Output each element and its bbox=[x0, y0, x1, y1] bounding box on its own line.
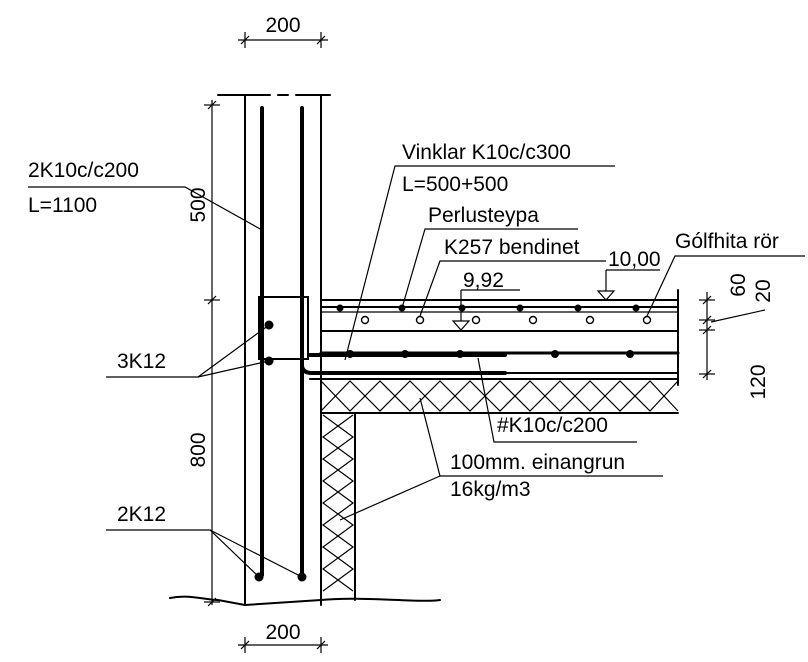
dimension-bottom-text: 200 bbox=[265, 621, 300, 644]
wall-insulation bbox=[321, 414, 355, 592]
label-angles-line2: L=500+500 bbox=[402, 173, 508, 196]
label-mesh-top: K257 bendinet bbox=[419, 236, 606, 317]
label-mesh-bottom-text: #K10c/c200 bbox=[497, 414, 608, 437]
dimension-120-text: 120 bbox=[747, 364, 770, 399]
label-bars-2: 2K12 bbox=[106, 503, 303, 578]
label-bars-3: 3K12 bbox=[106, 324, 270, 378]
dimension-60-text: 60 bbox=[727, 273, 750, 296]
label-insulation: 100mm. einangrun 16kg/m3 bbox=[339, 397, 663, 521]
label-underfloor: Gólfhita rör bbox=[646, 230, 805, 317]
floor-slab bbox=[309, 289, 680, 414]
level-upper-text: 10,00 bbox=[608, 248, 661, 271]
stirrup-frame bbox=[258, 296, 507, 375]
dimension-top: 200 bbox=[238, 14, 328, 48]
dimension-500-text: 500 bbox=[187, 187, 210, 222]
label-underfloor-text: Gólfhita rör bbox=[675, 230, 779, 253]
label-stirrups: 2K10c/c200 L=1100 bbox=[28, 159, 263, 231]
label-bars-2-text: 2K12 bbox=[117, 503, 166, 526]
slab-insulation bbox=[320, 380, 679, 412]
dimension-800-text: 800 bbox=[187, 432, 210, 467]
dimension-20-text: 20 bbox=[752, 279, 775, 302]
label-mesh-bottom: #K10c/c200 bbox=[477, 357, 637, 443]
concrete-wall bbox=[169, 94, 441, 607]
dimension-left: 500 800 bbox=[187, 100, 220, 607]
label-bars-3-text: 3K12 bbox=[117, 350, 166, 373]
dimension-top-text: 200 bbox=[265, 14, 300, 37]
dimension-right: 60 20 120 bbox=[699, 273, 775, 400]
dimension-bottom: 200 bbox=[238, 621, 328, 653]
label-insulation-line2: 16kg/m3 bbox=[450, 478, 531, 501]
label-angles-line1: Vinklar K10c/c300 bbox=[402, 141, 571, 164]
wall-vertical-bars bbox=[260, 106, 304, 577]
label-angles: Vinklar K10c/c300 L=500+500 bbox=[344, 141, 615, 361]
label-screed-text: Perlusteypa bbox=[428, 204, 539, 227]
label-stirrups-line1: 2K10c/c200 bbox=[28, 159, 139, 182]
label-stirrups-line2: L=1100 bbox=[28, 194, 97, 217]
rebar-dots bbox=[254, 304, 640, 582]
label-insulation-line1: 100mm. einangrun bbox=[450, 451, 625, 474]
level-markers bbox=[451, 269, 660, 331]
label-mesh-top-text: K257 bendinet bbox=[444, 236, 580, 259]
heating-pipes bbox=[360, 315, 652, 325]
label-screed: Perlusteypa bbox=[401, 204, 578, 309]
level-lower-text: 9,92 bbox=[463, 269, 504, 292]
